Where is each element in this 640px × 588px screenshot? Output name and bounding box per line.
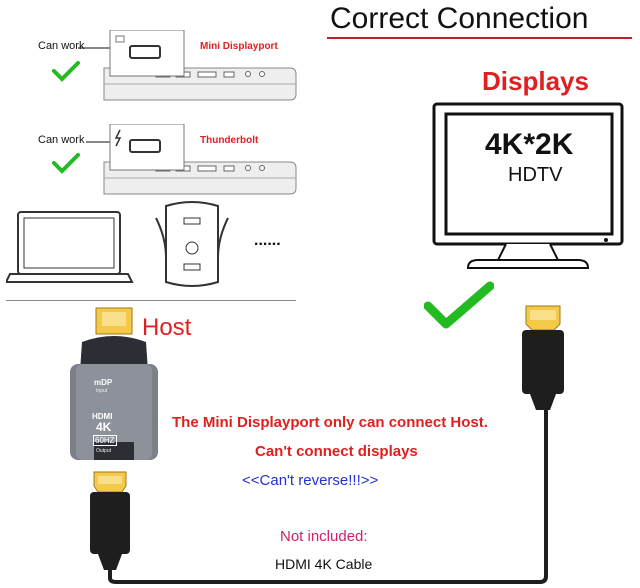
cable-name-label: HDMI 4K Cable xyxy=(275,556,373,572)
checkmark-icon xyxy=(52,153,80,174)
desktop-pc-icon xyxy=(155,201,229,287)
adapter-input-text: Input xyxy=(96,388,108,394)
adapter-resolution: 4K xyxy=(96,420,112,434)
note-line-3: <<Can't reverse!!!>> xyxy=(242,472,379,489)
displays-label: Displays xyxy=(482,66,589,96)
adapter-type: HDMI xyxy=(92,412,113,421)
can-work-label-2: Can work xyxy=(38,134,85,146)
port-name-mini-displayport: Mini Displayport xyxy=(200,41,278,52)
adapter-brand: mDP xyxy=(94,378,113,387)
screen-sub-text: HDTV xyxy=(508,164,563,186)
laptop-icon xyxy=(6,211,134,283)
laptop-side-illustration-2 xyxy=(103,124,297,195)
note-line-1: The Mini Displayport only can connect Ho… xyxy=(172,414,488,431)
adapter-frequency: 60HZ xyxy=(93,435,117,446)
large-checkmark-icon xyxy=(424,281,494,329)
note-line-2: Can't connect displays xyxy=(255,443,418,460)
more-devices-ellipsis: ...... xyxy=(254,232,281,249)
adapter-output-text: Output xyxy=(96,448,112,454)
hdmi-plug-bottom xyxy=(90,471,130,570)
host-label: Host xyxy=(142,314,192,341)
screen-main-text: 4K*2K xyxy=(485,128,574,161)
checkmark-icon xyxy=(52,61,80,82)
laptop-side-illustration-1 xyxy=(103,30,297,101)
port-name-thunderbolt: Thunderbolt xyxy=(200,135,259,146)
section-divider xyxy=(6,300,296,301)
tv-illustration xyxy=(432,102,624,269)
not-included-label: Not included: xyxy=(280,528,368,545)
page-title: Correct Connection xyxy=(330,2,589,35)
hdmi-plug-right xyxy=(522,305,564,410)
mini-dp-to-hdmi-adapter xyxy=(70,307,158,460)
title-underline xyxy=(327,37,632,39)
can-work-label-1: Can work xyxy=(38,40,85,52)
